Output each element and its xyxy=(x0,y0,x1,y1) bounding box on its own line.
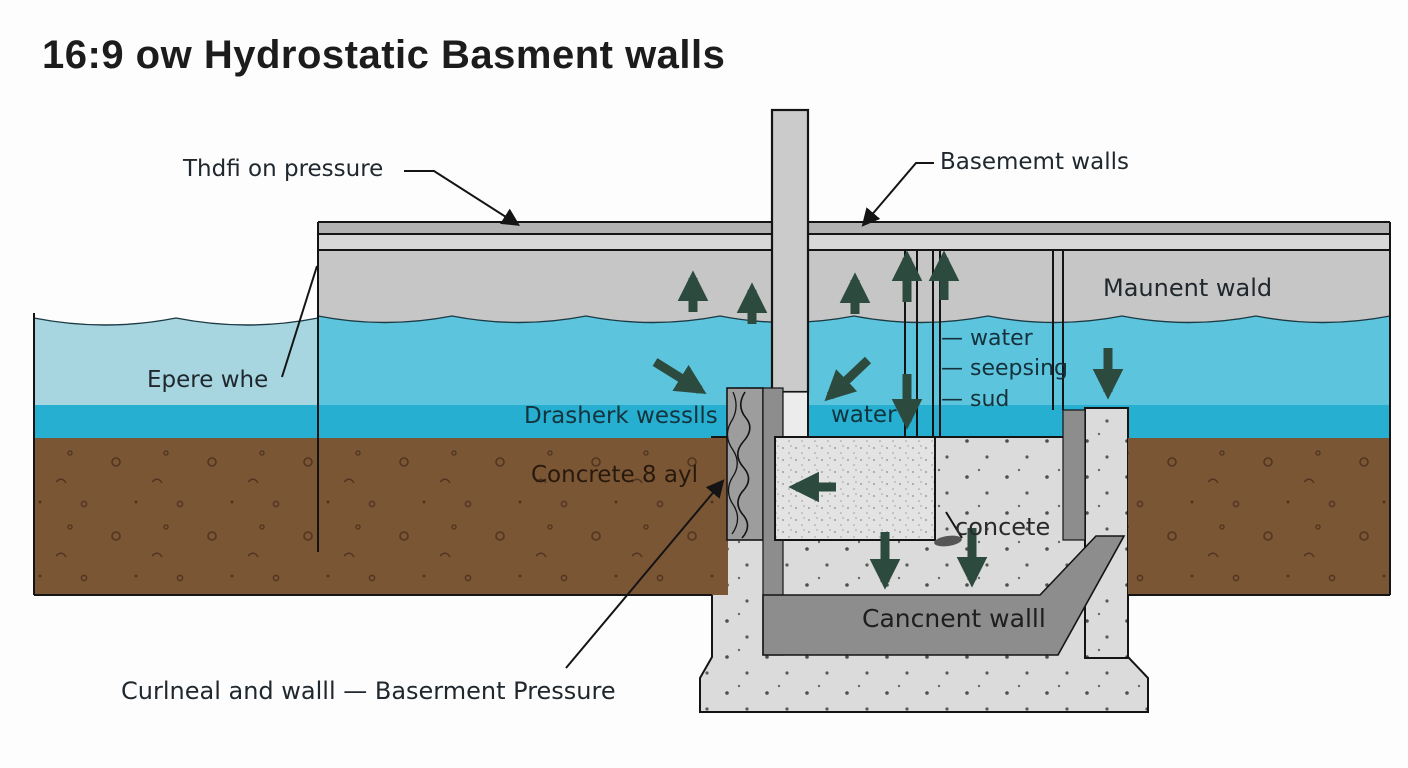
footing-wall-dark xyxy=(762,409,1126,656)
label-inner-water: water xyxy=(831,402,897,428)
label-foundation-wall: Maunent wald xyxy=(1103,274,1273,302)
water-deep-band xyxy=(34,405,1390,438)
water-legend: — water — seepsing — sud xyxy=(941,326,1068,417)
diagonal-arrow xyxy=(652,358,707,395)
label-water-band: Drasherk wesslls xyxy=(524,403,718,429)
soil xyxy=(34,438,1390,595)
callout-basement-walls: Basememt walls xyxy=(940,149,1129,175)
pressure-arrows xyxy=(652,250,1124,590)
callout-leaders xyxy=(281,162,963,669)
bottom-leader xyxy=(565,479,725,669)
structure-outlines xyxy=(33,221,1391,596)
drain-strip xyxy=(782,391,809,441)
pressure-leader xyxy=(404,170,521,226)
basement-walls-leader xyxy=(861,162,934,227)
epere-leader xyxy=(281,265,318,378)
cracked-wall xyxy=(726,387,764,541)
water-left-surface xyxy=(33,317,319,407)
callout-bottom: Curlneal and walll — Baserment Pressure xyxy=(121,677,616,705)
concete-smudge xyxy=(934,535,962,547)
label-footing-wall: Cancnent walll xyxy=(862,604,1046,633)
center-column xyxy=(770,108,810,394)
legend-item-water: — water xyxy=(941,326,1033,351)
legend-item-seepsing: — seepsing xyxy=(941,356,1068,382)
page-title: 16:9 ow Hydrostatic Basment walls xyxy=(42,33,726,77)
water-right-surface xyxy=(317,315,1391,407)
label-surface-water: Epere whe xyxy=(147,367,269,393)
concete-leader xyxy=(945,511,963,539)
diagonal-arrow xyxy=(824,356,872,402)
legend-item-sud: — sud xyxy=(941,386,1010,412)
label-soil: Concrete 8 ayl xyxy=(531,462,698,488)
callout-pressure: Thdfi on pressure xyxy=(183,156,384,182)
label-concrete: concete xyxy=(955,513,1051,541)
